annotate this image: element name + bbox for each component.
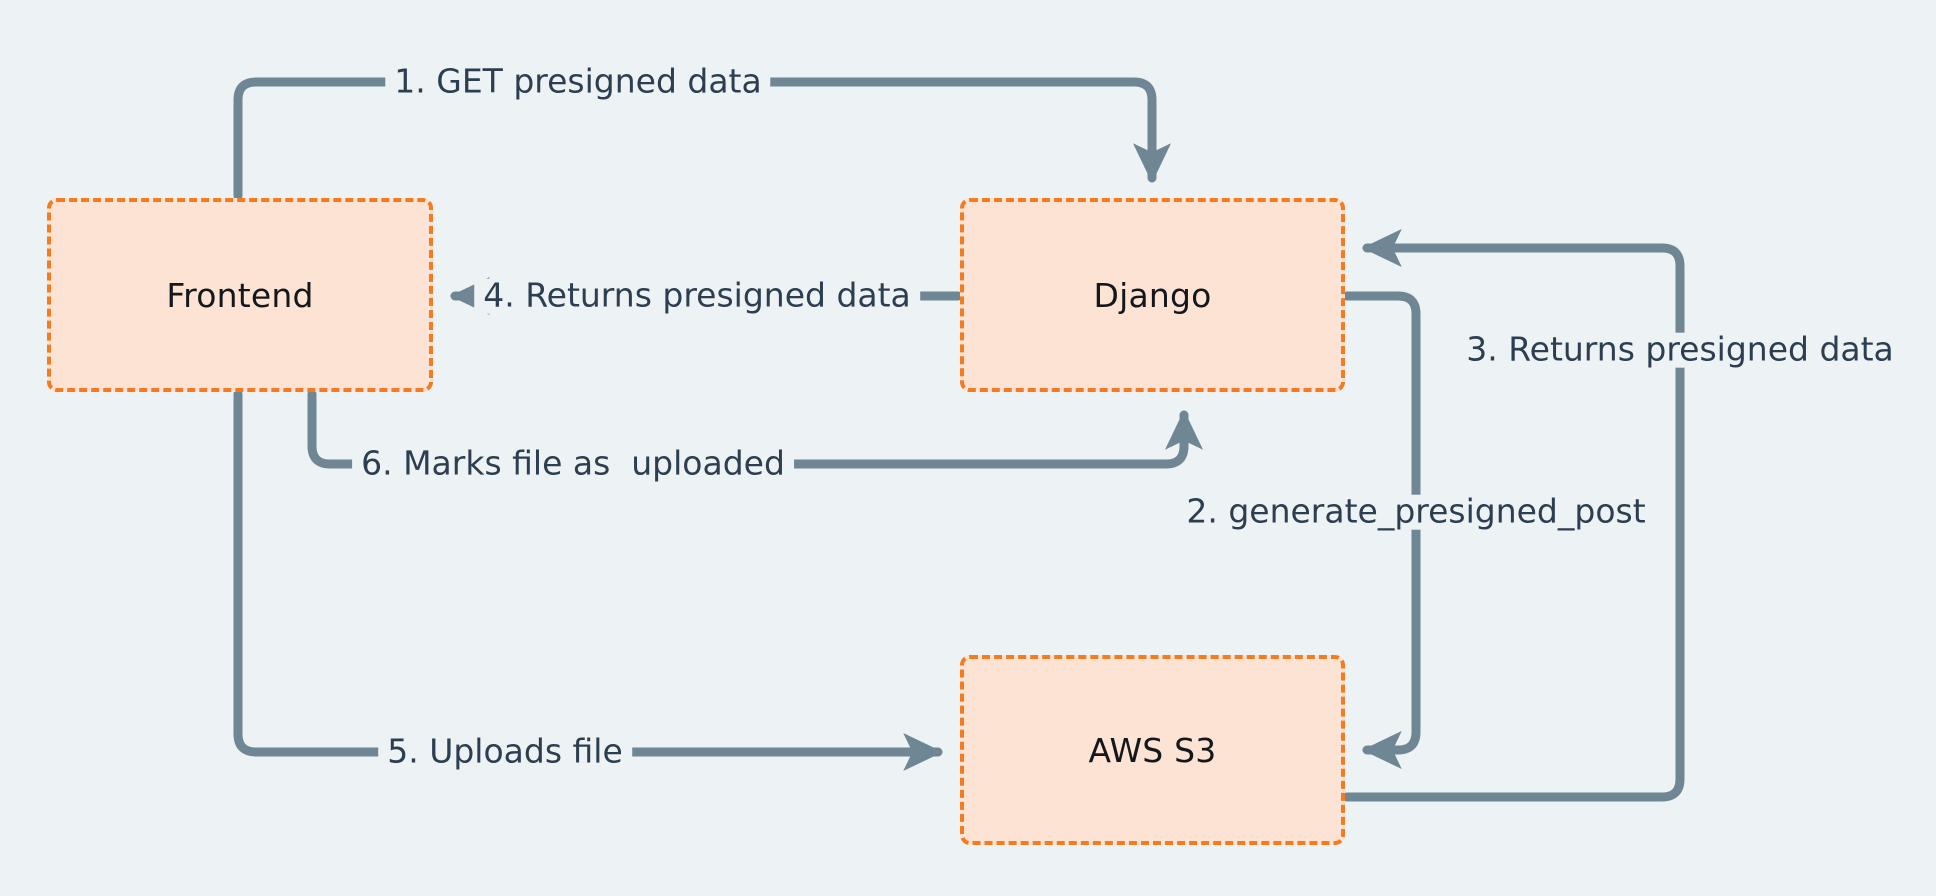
edge-label-step5: 5. Uploads file [378, 734, 632, 770]
edge-label-step3: 3. Returns presigned data [1457, 332, 1903, 368]
edge-label-step2: 2. generate_presigned_post [1177, 494, 1655, 530]
edge-step5-path [233, 389, 943, 772]
edge-label-step1: 1. GET presigned data [385, 64, 771, 100]
edge-label-step4: 4. Returns presigned data [474, 278, 920, 314]
node-django[interactable]: Django [960, 198, 1345, 392]
node-aws-s3[interactable]: AWS S3 [960, 655, 1345, 845]
node-aws-s3-label: AWS S3 [1088, 730, 1217, 770]
edge-step3-path [1342, 228, 1685, 802]
node-frontend-label: Frontend [166, 275, 314, 315]
edge-label-step6: 6. Marks file as uploaded [352, 446, 794, 482]
node-frontend[interactable]: Frontend [47, 198, 433, 392]
node-django-label: Django [1093, 275, 1212, 315]
